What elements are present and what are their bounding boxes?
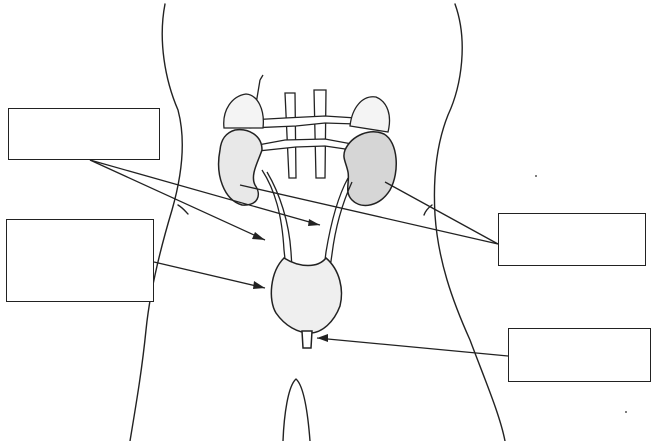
renal-vessels (250, 116, 356, 151)
bladder (271, 258, 341, 333)
hip-mark-left (178, 205, 188, 214)
pointer-kidney-right (385, 182, 498, 244)
kidney-left (219, 130, 262, 205)
pointer-ureter-right (90, 160, 320, 225)
label-box-kidney[interactable] (498, 213, 646, 266)
adrenal-gland-right (350, 97, 390, 132)
label-box-bladder[interactable] (6, 219, 154, 302)
arrowhead (252, 232, 265, 240)
aorta (285, 93, 296, 178)
speck (625, 411, 627, 413)
arrowhead (308, 219, 320, 226)
vena-cava (314, 90, 326, 178)
label-box-ureter[interactable] (8, 108, 160, 160)
urethra (302, 331, 312, 348)
speck (535, 175, 537, 177)
kidney-right (344, 132, 396, 206)
pointer-bladder (154, 262, 265, 288)
leg-gap-outline (283, 379, 310, 441)
ureter-right (324, 178, 352, 268)
arrowhead (317, 334, 328, 342)
pointer-urethra (317, 338, 508, 356)
ureter-left (262, 170, 292, 268)
torso-right-outline (434, 4, 505, 441)
arrowhead (253, 281, 265, 289)
label-box-urethra[interactable] (508, 328, 651, 382)
